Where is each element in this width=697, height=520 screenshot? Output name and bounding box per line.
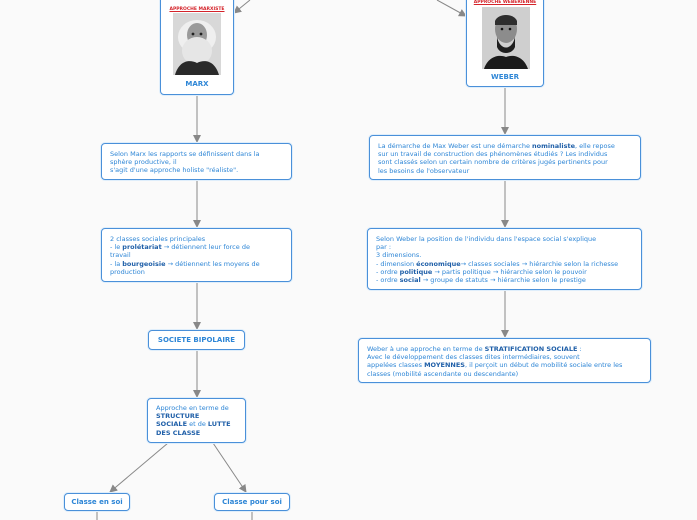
marx-rapports-node[interactable]: Selon Marx les rapports se définissent d… (101, 143, 292, 180)
classes-item-bourgeoisie-cont: production (110, 268, 291, 276)
structure-line1: Approche en terme de (156, 404, 245, 412)
classe-pour-soi-label: Classe pour soi (222, 498, 282, 506)
classes-title: 2 classes sociales principales (110, 235, 291, 243)
weber-strat-line2: Avec le développement des classes dites … (367, 353, 650, 361)
marx-rapports-line2: sphère productive, il (110, 158, 291, 166)
connector-top-left (234, 0, 250, 13)
classes-item-proletariat-cont: travail (110, 251, 291, 259)
weber-caption: APPROCHE WEBERIENNE (467, 0, 543, 5)
classe-en-soi-label: Classe en soi (71, 498, 122, 506)
societe-bipolaire-label: SOCIETE BIPOLAIRE (158, 336, 235, 344)
classes-item-proletariat: - le prolétariat → détiennent leur force… (110, 243, 291, 251)
term-moyennes: MOYENNES (424, 361, 465, 369)
structure-term1: STRUCTURE (156, 412, 245, 420)
weber-strat-line4: classes (mobilité ascendante ou descenda… (367, 370, 650, 378)
marx-rapports-line3: s'agit d'une approche holiste "réaliste"… (110, 166, 291, 174)
term-nominaliste: nominaliste (532, 142, 575, 150)
weber-strat-line1: Weber à une approche en terme de STRATIF… (367, 345, 650, 353)
weber-demarche-line4: les besoins de l'observateur (378, 167, 640, 175)
weber-strat-line3: appelées classes MOYENNES, il perçoit un… (367, 361, 650, 369)
term-proletariat: prolétariat (122, 243, 161, 251)
weber-demarche-line1: La démarche de Max Weber est une démarch… (378, 142, 640, 150)
weber-position-line1: Selon Weber la position de l'individu da… (376, 235, 641, 243)
classes-item-bourgeoisie: - la bourgeoisie → détiennent les moyens… (110, 260, 291, 268)
classes-sociales-node[interactable]: 2 classes sociales principales - le prol… (101, 228, 292, 282)
weber-ordre-social: - ordre social → groupe de statuts → hié… (376, 276, 641, 284)
term-stratification: STRATIFICATION SOCIALE (485, 345, 578, 353)
marx-node[interactable]: APPROCHE MARXISTE MARX (160, 0, 234, 95)
weber-dimension-economique: - dimension économique→ classes sociales… (376, 260, 641, 268)
weber-position-line2: par : (376, 243, 641, 251)
connector-structure-poursoi (213, 443, 246, 492)
weber-demarche-line2: sur un travail de construction des phéno… (378, 150, 640, 158)
weber-portrait-icon (482, 7, 530, 69)
marx-portrait-icon (173, 13, 221, 75)
structure-line3: SOCIALE et de LUTTE (156, 420, 245, 428)
weber-position-line3: 3 dimensions. (376, 251, 641, 259)
connector-top-right (437, 0, 466, 16)
weber-ordre-politique: - ordre politique → partis politique → h… (376, 268, 641, 276)
societe-bipolaire-node[interactable]: SOCIETE BIPOLAIRE (148, 330, 245, 350)
weber-demarche-line3: sont classés selon un certain nombre de … (378, 158, 640, 166)
structure-sociale-node[interactable]: Approche en terme de STRUCTURE SOCIALE e… (147, 398, 246, 443)
marx-name: MARX (161, 80, 233, 88)
marx-caption: APPROCHE MARXISTE (161, 7, 233, 12)
term-bourgeoisie: bourgeoisie (122, 260, 165, 268)
weber-demarche-node[interactable]: La démarche de Max Weber est une démarch… (369, 135, 641, 180)
classe-en-soi-node[interactable]: Classe en soi (64, 493, 130, 511)
weber-position-node[interactable]: Selon Weber la position de l'individu da… (367, 228, 642, 290)
weber-name: WEBER (467, 73, 543, 81)
weber-stratification-node[interactable]: Weber à une approche en terme de STRATIF… (358, 338, 651, 383)
structure-term4: DES CLASSE (156, 429, 245, 437)
classe-pour-soi-node[interactable]: Classe pour soi (214, 493, 290, 511)
weber-node[interactable]: APPROCHE WEBERIENNE WEBER (466, 0, 544, 87)
connector-structure-ensoi (110, 443, 168, 492)
marx-rapports-line1: Selon Marx les rapports se définissent d… (110, 150, 291, 158)
